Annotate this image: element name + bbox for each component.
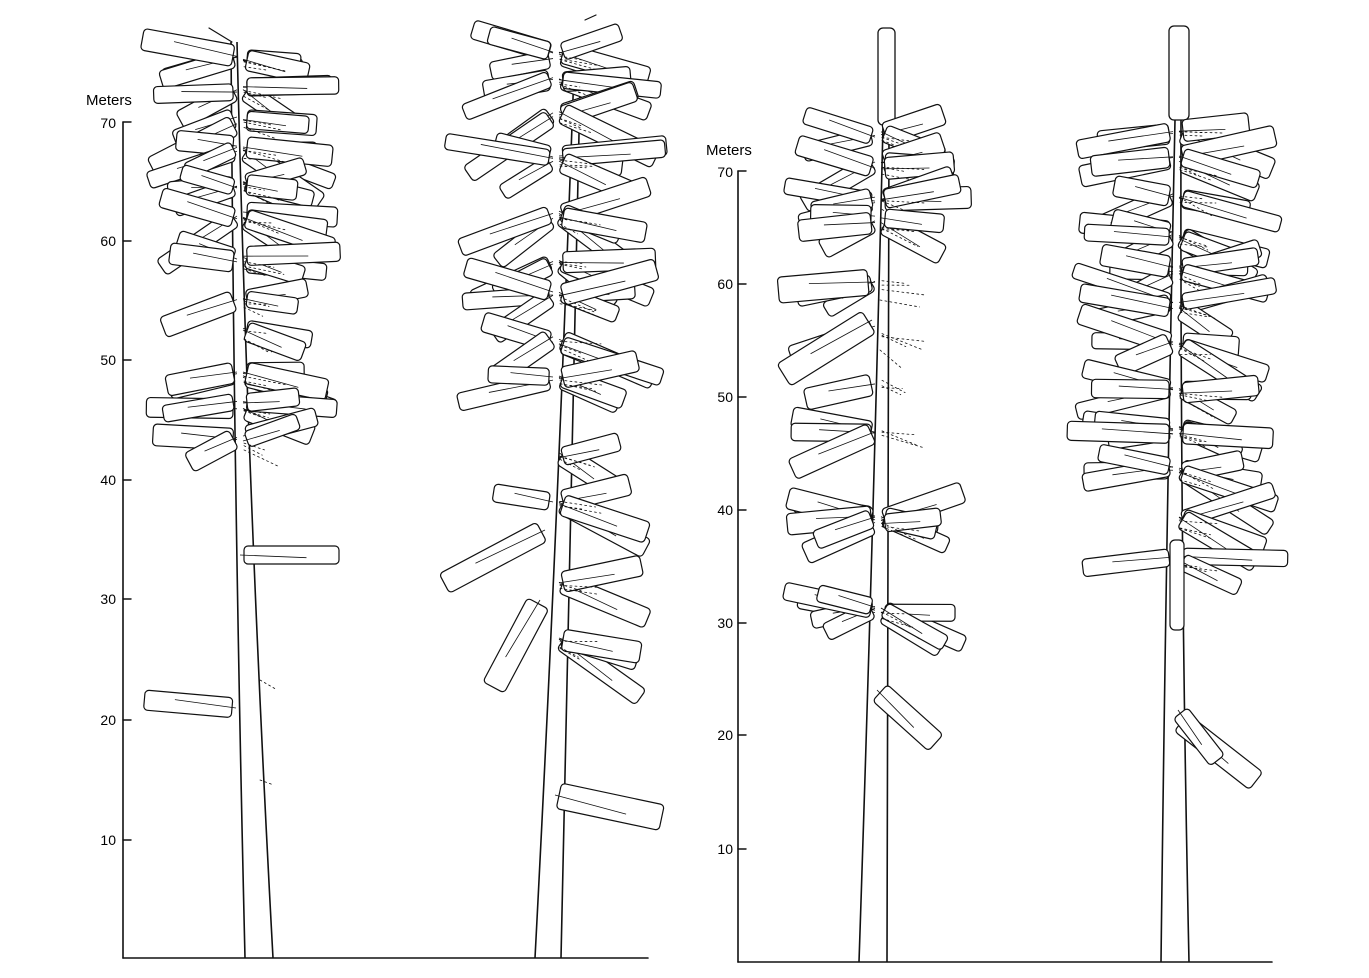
branch-outline <box>483 598 549 693</box>
leader-tip <box>209 28 232 42</box>
branch <box>1177 189 1283 232</box>
dead-branch-stub <box>260 780 273 785</box>
branch-outline <box>1084 224 1169 245</box>
leader-shoot <box>878 28 895 125</box>
trunk-tree-3 <box>859 125 889 962</box>
branch <box>243 77 339 96</box>
branch <box>492 484 554 511</box>
right-tick-label: 60 <box>693 277 733 291</box>
branch-outline <box>143 690 232 718</box>
branch <box>488 366 554 386</box>
left-tick-label: 30 <box>76 592 116 606</box>
left-tick-label: 70 <box>76 116 116 130</box>
branch-outline <box>140 28 235 66</box>
branch-outline <box>556 783 664 830</box>
branch-outline <box>1091 379 1169 398</box>
branch <box>1091 379 1173 398</box>
branch <box>143 690 236 718</box>
branch <box>803 373 877 410</box>
branch-outline <box>439 522 546 593</box>
branch-outline <box>159 291 237 338</box>
dead-branch-stub <box>260 680 277 690</box>
branch <box>870 682 943 751</box>
branch <box>439 520 550 593</box>
dead-branch-stub <box>880 350 903 369</box>
branch <box>243 242 341 266</box>
branch-outline <box>1182 423 1273 449</box>
right-tick-label: 70 <box>693 165 733 179</box>
branch <box>552 782 664 830</box>
dead-branch-stub <box>244 446 262 455</box>
branch <box>1067 421 1173 443</box>
branch-outline <box>492 484 550 511</box>
right-tick-label: 30 <box>693 616 733 630</box>
left-tick-label: 40 <box>76 473 116 487</box>
right-tick-label: 50 <box>693 390 733 404</box>
left-tick-label: 60 <box>76 234 116 248</box>
left-axis-title: Meters <box>86 92 132 109</box>
left-tick-label: 10 <box>76 833 116 847</box>
branch-outline <box>803 374 873 410</box>
right-tick-label: 10 <box>693 842 733 856</box>
branch-outline <box>153 84 233 104</box>
branch <box>153 84 237 104</box>
branch <box>483 594 551 693</box>
dead-branch-stub <box>882 380 905 392</box>
dead-branch-stub <box>882 281 906 284</box>
dead-branch-stub <box>880 300 919 307</box>
dead-branch-stub <box>882 432 916 435</box>
branch <box>1112 176 1175 207</box>
branch <box>240 546 339 564</box>
branch <box>1178 423 1273 449</box>
leader-shoot <box>1169 26 1189 120</box>
branch-outline <box>1181 190 1283 232</box>
branch-outline <box>247 77 339 96</box>
branch <box>159 290 240 338</box>
dead-branch-stub <box>882 386 901 395</box>
left-tick-label: 20 <box>76 713 116 727</box>
right-tick-label: 20 <box>693 728 733 742</box>
branch-outline <box>247 242 341 265</box>
branch-outline <box>1112 176 1171 207</box>
dead-branch-stub <box>882 431 918 446</box>
branch-outline <box>1082 549 1170 577</box>
broken-stem-section <box>1170 540 1184 630</box>
leader-tip <box>585 15 596 20</box>
dead-branch-stub <box>882 388 902 389</box>
branch-outline <box>244 546 339 564</box>
branch-outline <box>561 555 644 592</box>
left-tick-label: 50 <box>76 353 116 367</box>
branch-outline <box>873 685 943 752</box>
branch <box>1082 548 1174 576</box>
right-axis-title: Meters <box>706 142 752 159</box>
right-tick-label: 40 <box>693 503 733 517</box>
dead-branch-stub <box>882 335 906 346</box>
branch-outline <box>487 26 552 60</box>
